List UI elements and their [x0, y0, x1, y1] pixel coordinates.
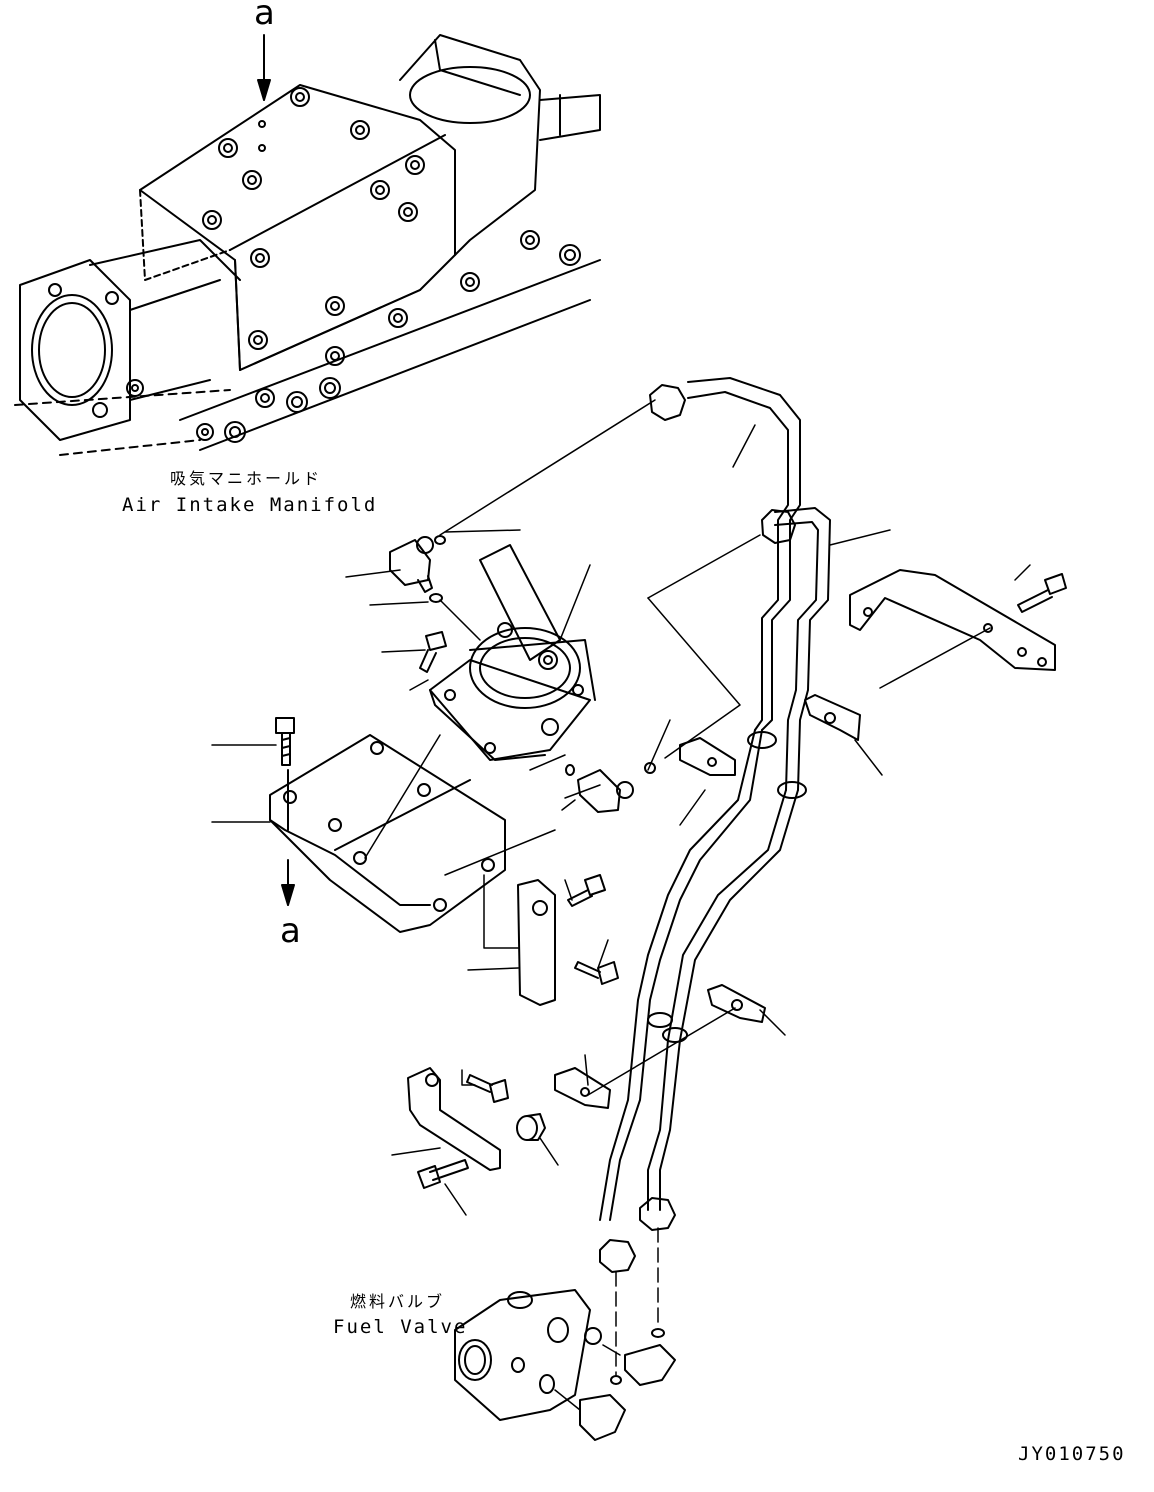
valve-o-ring-4	[651, 1328, 665, 1338]
leader-lines	[211, 399, 1031, 1411]
small-bracket-bolt-1	[567, 874, 606, 907]
valve-o-ring-1	[584, 1327, 602, 1345]
pipe-clamp-left-icon	[679, 737, 736, 776]
manifold-bolt-icons	[48, 87, 581, 443]
manifold-label-en: Air Intake Manifold	[122, 494, 377, 516]
fuel-valve-label-en: Fuel Valve	[333, 1316, 467, 1338]
lever-bolt-icon	[419, 631, 447, 673]
pipe-clamp-lower-icon	[707, 984, 766, 1023]
drawing-id: JY010750	[1018, 1443, 1126, 1465]
fuel-valve-label-jp: 燃料バルブ	[350, 1292, 445, 1311]
lower-bracket-bolt-1	[466, 1074, 509, 1103]
o-ring-top-2	[429, 593, 443, 603]
valve-elbow-1-icon	[579, 1394, 626, 1441]
manifold-label-jp: 吸気マニホールド	[170, 469, 322, 488]
valve-o-ring-3	[610, 1375, 622, 1385]
o-ring-mid-2	[644, 762, 656, 774]
fuel-control-lever	[429, 544, 596, 761]
mounting-plate	[269, 734, 506, 933]
small-bracket	[517, 879, 556, 1006]
air-intake-manifold	[14, 34, 601, 456]
fuel-valve	[454, 1289, 591, 1421]
fuel-pipe-assembly	[599, 377, 831, 1273]
view-marker-bottom: a	[280, 911, 301, 951]
plate-bolt-icon	[275, 717, 295, 766]
pipe-clamp-bottom-icon	[554, 1067, 611, 1109]
spacer-icon	[516, 1113, 546, 1141]
small-bracket-bolt-2	[574, 961, 619, 985]
view-marker-top: a	[254, 0, 275, 33]
o-ring-top-1	[434, 535, 446, 545]
o-ring-mid-1	[565, 764, 575, 776]
lower-bracket-bolt-2	[417, 1159, 469, 1189]
lower-bracket	[407, 1067, 501, 1171]
bracket-right	[849, 569, 1056, 671]
elbow-fitting-mid-icon	[577, 769, 634, 813]
valve-elbow-2-icon	[624, 1344, 676, 1386]
pipe-clamp-upper-icon	[804, 694, 861, 741]
valve-o-ring-2	[539, 1374, 555, 1394]
elbow-fitting-top-icon	[389, 536, 434, 593]
bracket-bolt-icon	[1017, 573, 1067, 613]
